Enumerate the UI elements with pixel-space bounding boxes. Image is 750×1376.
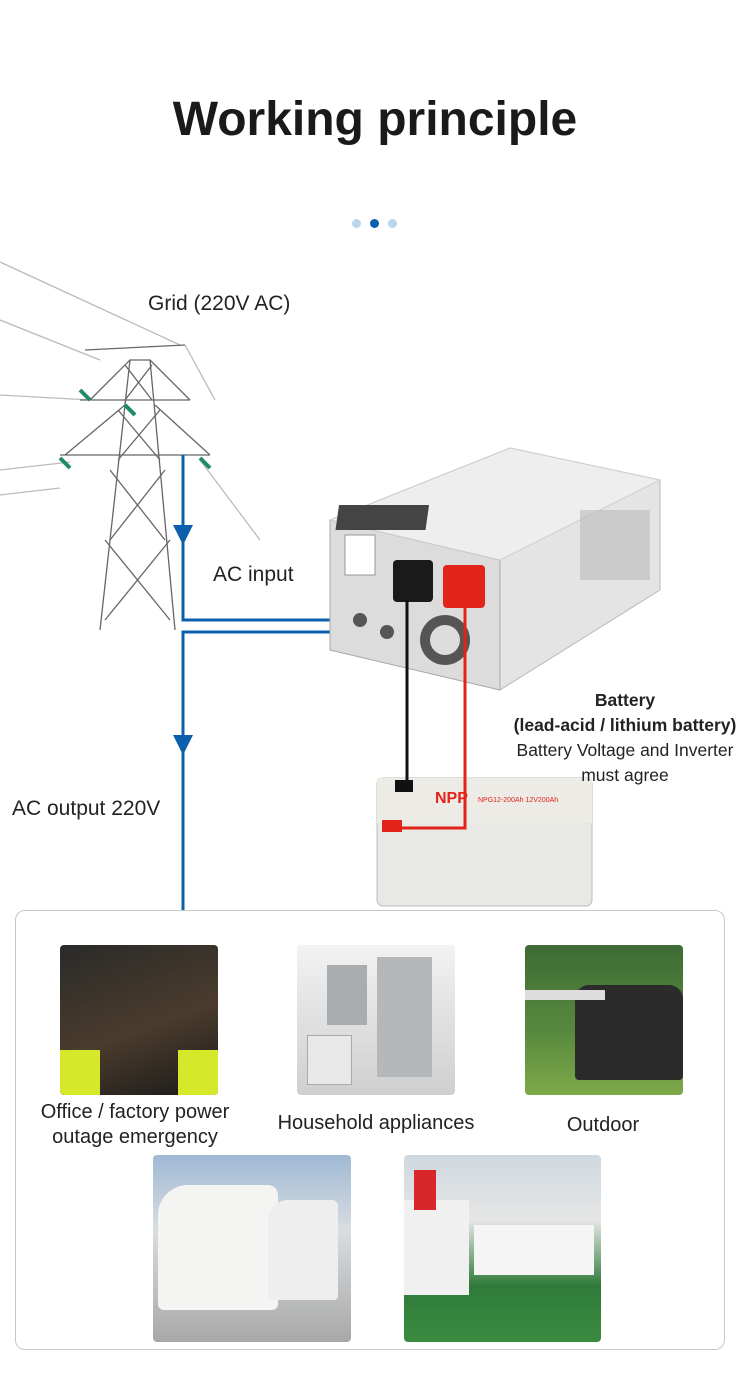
page-title: Working principle <box>172 93 578 146</box>
caption-office-factory: Office / factory power outage emergency <box>40 1101 230 1148</box>
power-tower-illustration <box>0 261 261 631</box>
battery-subtitle: (lead-acid / lithium battery) <box>513 715 737 735</box>
pager-dot[interactable] <box>388 219 397 228</box>
arrow-down-icon <box>173 735 193 755</box>
grid-label: Grid (220V AC) <box>148 292 291 315</box>
battery-illustration: NPP NPG12-200Ah 12V200Ah <box>376 777 593 907</box>
battery-model: NPG12-200Ah 12V200Ah <box>478 797 558 804</box>
outdoor-photo <box>525 945 683 1095</box>
battery-note: must agree <box>581 765 669 785</box>
wiring-diagram: NPP NPG12-200Ah 12V200Ah <box>0 261 662 910</box>
ac-wiring-lines <box>181 455 388 910</box>
caravan-photo <box>153 1155 351 1342</box>
rv-show-photo <box>404 1155 601 1342</box>
battery-note: Battery Voltage and Inverter <box>516 740 734 760</box>
battery-description: Battery (lead-acid / lithium battery) Ba… <box>500 688 750 788</box>
caption-outdoor: Outdoor <box>566 1114 640 1136</box>
pager-dot-active[interactable] <box>370 219 379 228</box>
factory-photo <box>60 945 218 1095</box>
applications-panel <box>15 910 725 1350</box>
caption-household: Household appliances <box>277 1112 475 1134</box>
ac-input-label: AC input <box>213 563 294 586</box>
ac-output-label: AC output 220V <box>12 797 161 820</box>
battery-title: Battery <box>594 690 656 710</box>
appliances-photo <box>297 945 455 1095</box>
inverter-illustration <box>328 447 662 691</box>
positive-cable <box>396 605 467 830</box>
battery-brand: NPP <box>435 790 468 807</box>
pager-dot[interactable] <box>352 219 361 228</box>
arrow-down-icon <box>173 525 193 545</box>
